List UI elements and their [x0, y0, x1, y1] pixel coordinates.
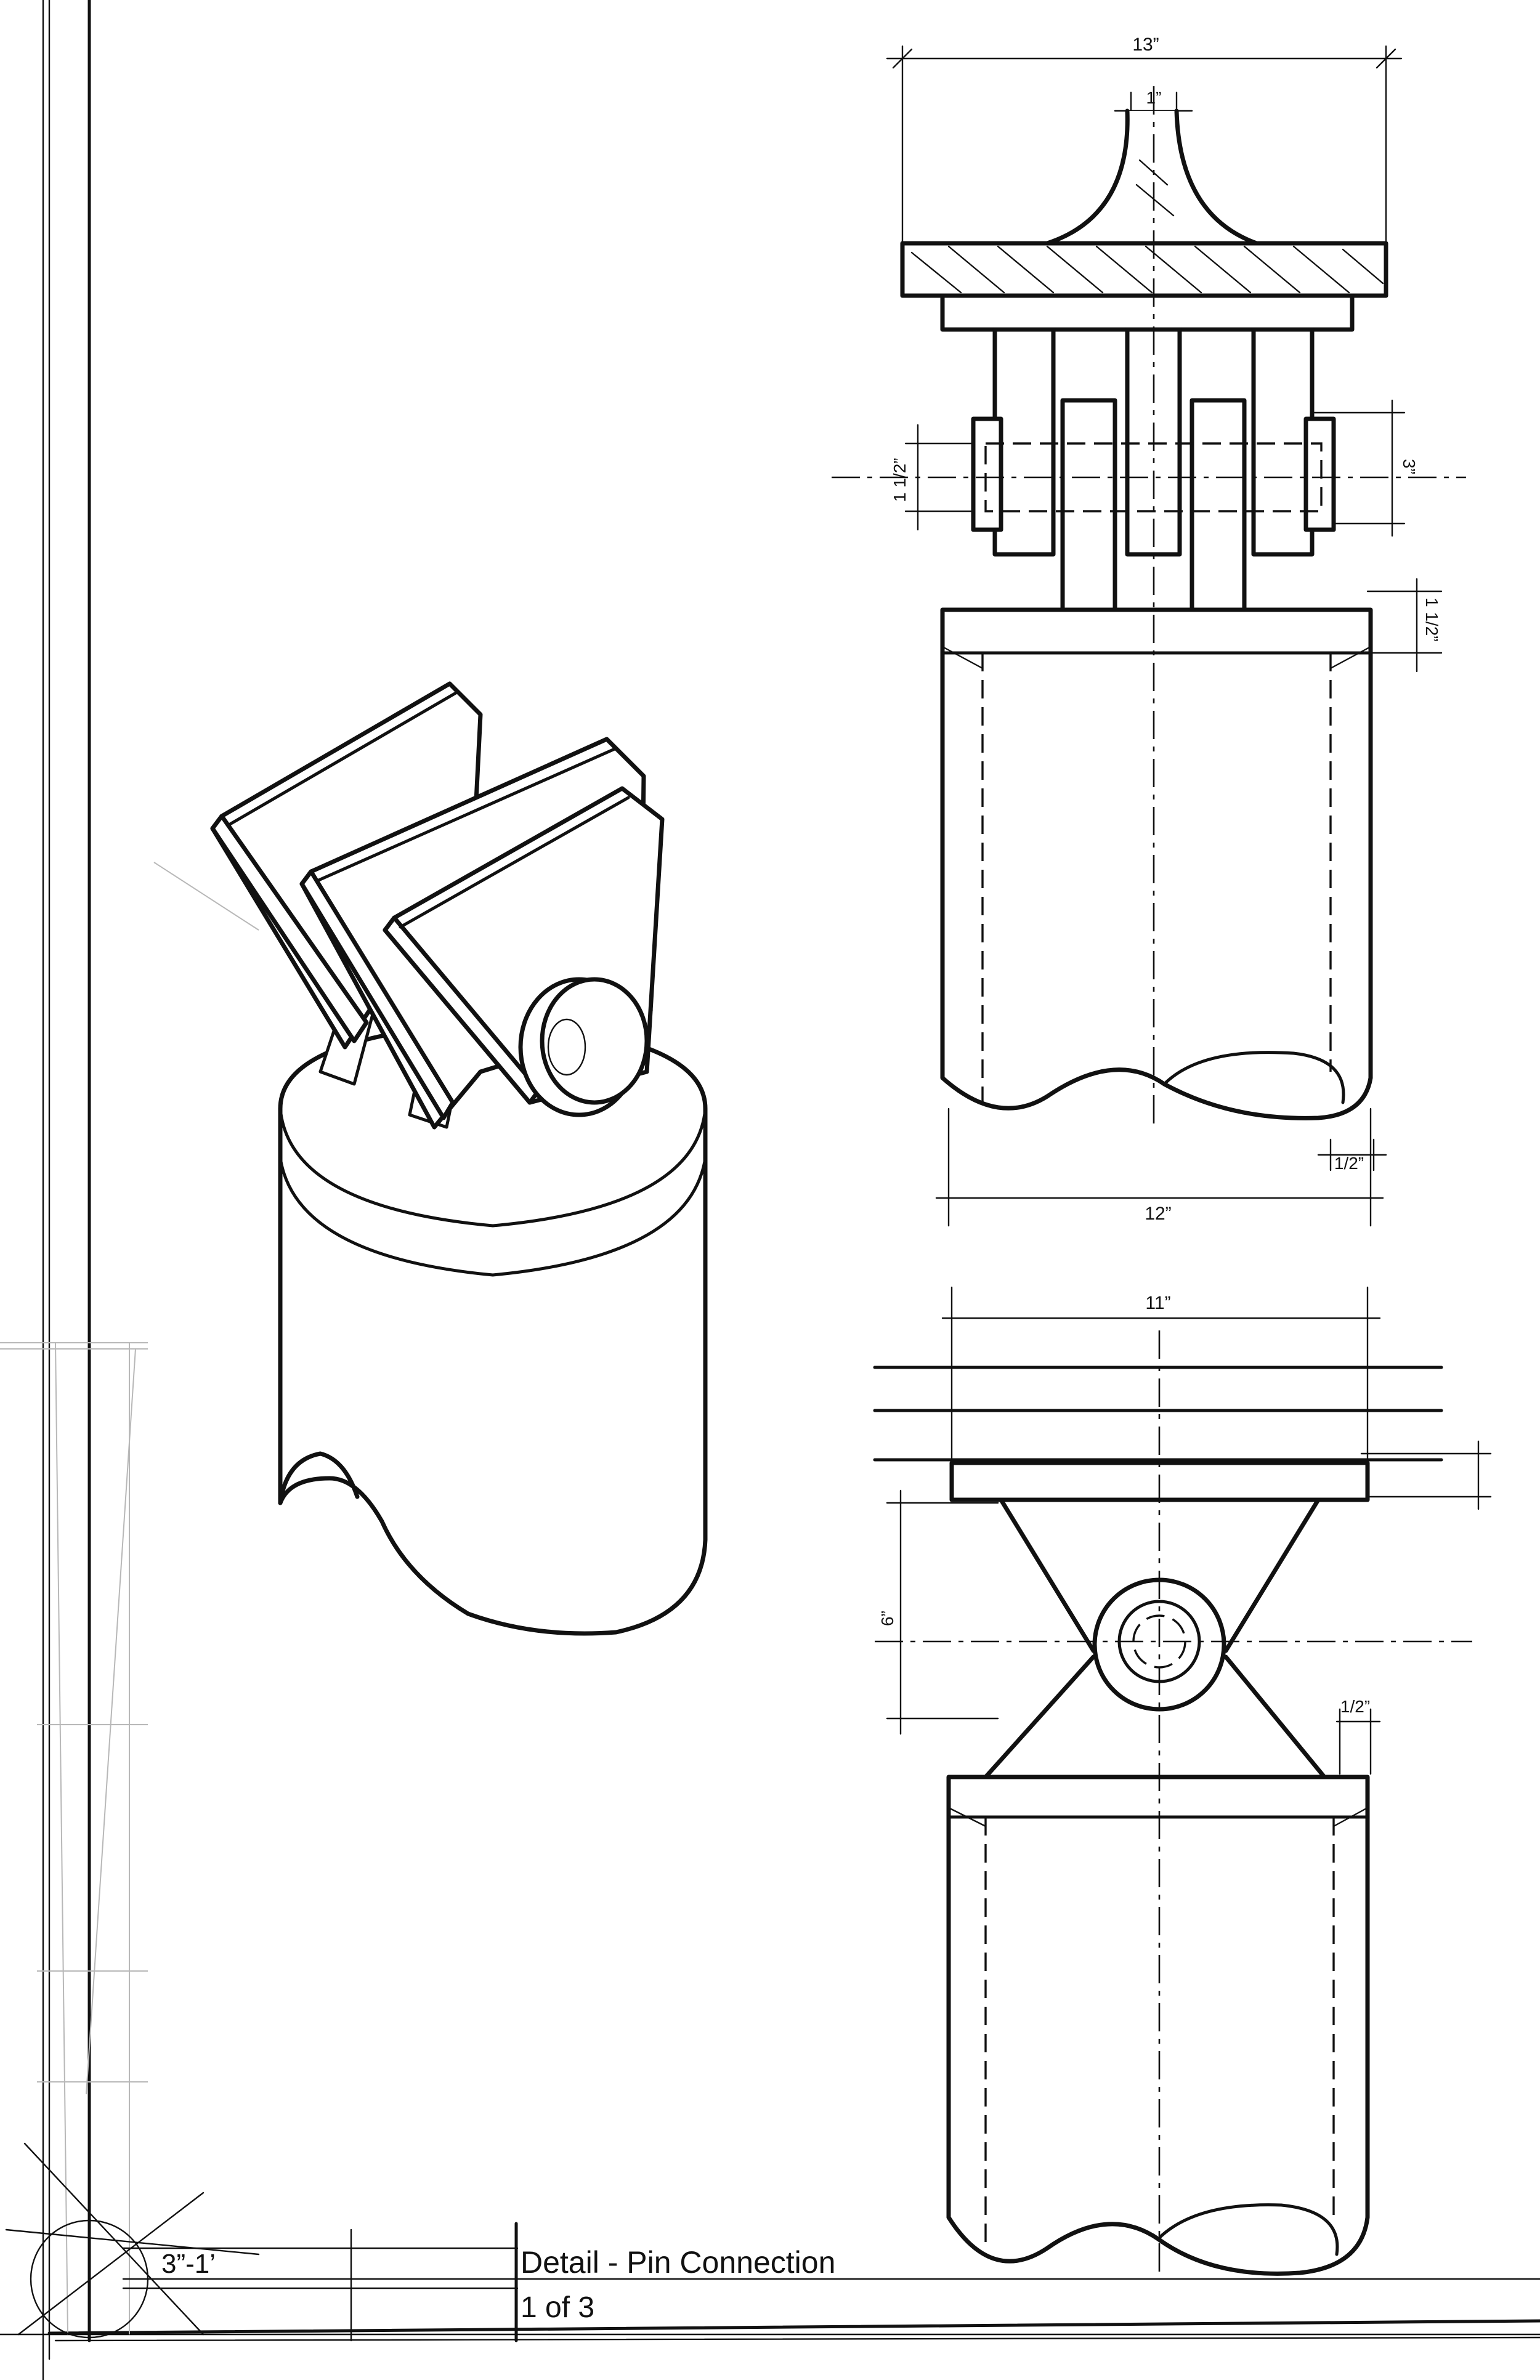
front-column	[940, 607, 1373, 1120]
front-lug-left	[1060, 398, 1117, 612]
dim-pin-right: 3”	[1400, 459, 1419, 474]
dim-gusset-height: 6”	[878, 1611, 897, 1626]
front-pin-head-left	[971, 416, 1003, 532]
side-elevation-view: 11” 6” 1/2”	[873, 1286, 1492, 2279]
front-elevation-view: 13” 1” 1 1/2” 3” 1 1/2” 1/2” 12”	[832, 34, 1466, 1227]
dim-pin-height: 1 1/2”	[890, 458, 909, 502]
side-column	[946, 1775, 1370, 2276]
front-pin-head-right	[1303, 416, 1336, 532]
title-block: 3”-1’ Detail - Pin Connection 1 of 3	[5, 2142, 1540, 2342]
isometric-view	[210, 681, 708, 1636]
sheet-number: 1 of 3	[521, 2291, 594, 2324]
front-lug-right	[1189, 398, 1247, 612]
front-gusset-right	[1251, 327, 1315, 557]
dim-wall-side: 1/2”	[1340, 1697, 1370, 1716]
dim-wall-front: 1/2”	[1334, 1154, 1364, 1173]
side-dimension-lines: 11” 6” 1/2”	[878, 1286, 1492, 1775]
dim-overall-width-top: 13”	[1132, 34, 1159, 55]
iso-pin	[518, 977, 649, 1117]
scale-text: 3”-1’	[161, 2249, 216, 2279]
front-gusset-left	[992, 327, 1056, 557]
column-cylinder	[278, 1020, 708, 1636]
side-drawing	[873, 1330, 1472, 2279]
front-drawing	[832, 86, 1466, 1127]
iso-gusset-plates	[210, 681, 665, 1130]
drawing-title: Detail - Pin Connection	[521, 2245, 835, 2280]
dim-plate-width: 11”	[1145, 1293, 1170, 1313]
front-top-plate	[900, 241, 1388, 298]
dim-column-width: 12”	[1145, 1204, 1171, 1224]
section-hatching	[910, 159, 1384, 294]
dim-cap: 1 1/2”	[1422, 597, 1441, 642]
